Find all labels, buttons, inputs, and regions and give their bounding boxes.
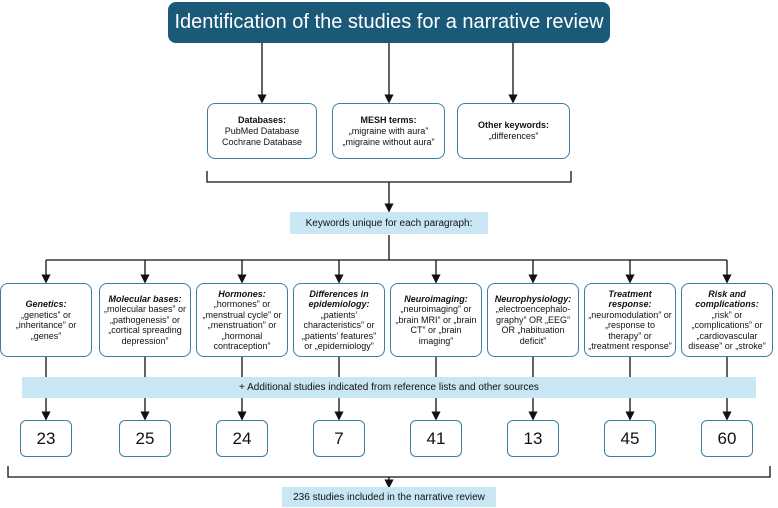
source-heading: MESH terms:: [360, 114, 417, 125]
count-box-epidemiology: 7: [313, 420, 365, 457]
total-studies-band: 236 studies included in the narrative re…: [282, 487, 496, 507]
category-heading: Hormones:: [218, 288, 266, 299]
count-box-neuroimaging: 41: [410, 420, 462, 457]
category-heading: Genetics:: [25, 299, 67, 309]
source-line: Cochrane Database: [221, 136, 303, 147]
source-heading: Other keywords:: [477, 120, 550, 130]
category-box-epidemiology: Differences in epidemiology: „patients’ …: [293, 283, 385, 357]
category-body: „patients’ characteristics” or „patients…: [301, 309, 377, 352]
category-box-hormones: Hormones: „hormones” or „menstrual cycle…: [196, 283, 288, 357]
category-heading: Molecular bases:: [108, 293, 182, 304]
category-body: „molecular bases” or „pathogenesis” or „…: [103, 304, 187, 346]
source-line: „migraine without aura”: [342, 136, 435, 147]
category-box-treatment-response: Treatment response: „neuromodulation” or…: [584, 283, 676, 357]
diagram-title: Identification of the studies for a narr…: [168, 2, 610, 43]
source-box-databases: Databases: PubMed Database Cochrane Data…: [207, 103, 317, 159]
category-box-neuroimaging: Neuroimaging: „neuroimaging” or „brain M…: [390, 283, 482, 357]
category-body: „genetics” or „inheritance” or „genes”: [15, 309, 77, 341]
source-line: „differences”: [488, 131, 539, 141]
category-box-neurophysiology: Neurophysiology: „electroencephalo-graph…: [487, 283, 579, 357]
category-body: „neuromodulation” or „response to therap…: [588, 309, 672, 352]
category-box-molecular-bases: Molecular bases: „molecular bases” or „p…: [99, 283, 191, 357]
source-box-other-keywords: Other keywords: „differences”: [457, 103, 570, 159]
source-box-mesh-terms: MESH terms: „migraine with aura” „migrai…: [332, 103, 445, 159]
category-heading: Differences in epidemiology:: [308, 288, 370, 310]
category-body: „hormones” or „menstrual cycle” or „mens…: [202, 299, 282, 351]
source-heading: Databases:: [237, 114, 287, 125]
count-box-neurophysiology: 13: [507, 420, 559, 457]
keywords-band: Keywords unique for each paragraph:: [290, 212, 488, 234]
category-heading: Neuroimaging:: [404, 293, 468, 304]
category-box-genetics: Genetics: „genetics” or „inheritance” or…: [0, 283, 92, 357]
category-body: „electroencephalo-graphy” OR „EEG” OR „h…: [495, 304, 571, 346]
count-box-risk-complications: 60: [701, 420, 753, 457]
category-heading: Neurophysiology:: [494, 293, 572, 304]
category-body: „risk” or „complications” or „cardiovasc…: [688, 309, 766, 352]
count-box-hormones: 24: [216, 420, 268, 457]
category-box-risk-complications: Risk and complications: „risk” or „compl…: [681, 283, 773, 357]
source-line: „migraine with aura”: [348, 125, 429, 136]
count-box-genetics: 23: [20, 420, 72, 457]
source-line: PubMed Database: [224, 125, 300, 136]
category-heading: Treatment response:: [608, 288, 652, 310]
category-heading: Risk and complications:: [695, 288, 759, 310]
count-box-molecular-bases: 25: [119, 420, 171, 457]
category-body: „neuroimaging” or „brain MRI” or „brain …: [395, 304, 477, 346]
additional-studies-band: + Additional studies indicated from refe…: [22, 377, 756, 398]
count-box-treatment-response: 45: [604, 420, 656, 457]
